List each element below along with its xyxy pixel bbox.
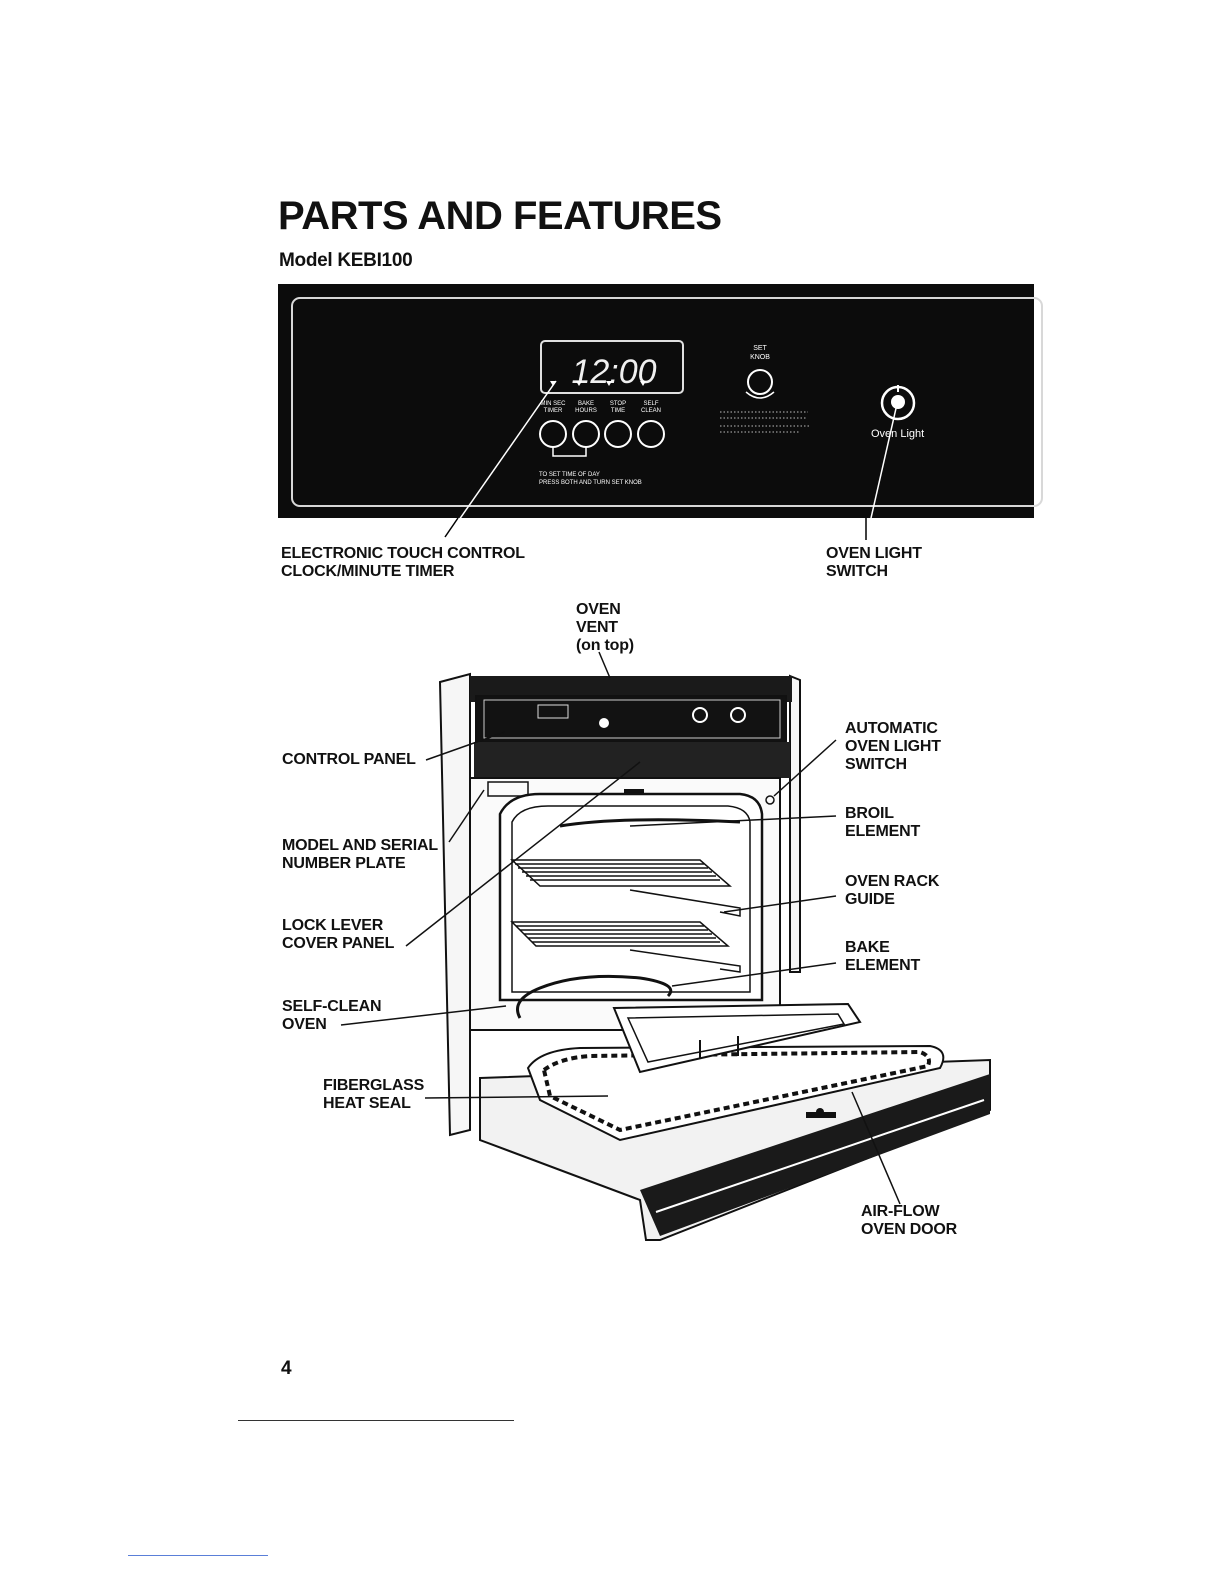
label-oven-rack-guide: OVEN RACK GUIDE [845,873,940,908]
label-oven-light-switch: OVEN LIGHT SWITCH [826,545,922,580]
model-subtitle: Model KEBI100 [279,250,413,271]
svg-text:CLEAN: CLEAN [641,408,661,414]
svg-text:SET: SET [753,345,767,352]
svg-text:SELF: SELF [643,401,658,407]
footer-rule-blue [128,1555,268,1556]
label-model-serial-plate: MODEL AND SERIAL NUMBER PLATE [282,837,438,872]
label-self-clean-oven: SELF-CLEAN OVEN [282,998,382,1033]
svg-text:MIN SEC: MIN SEC [540,401,566,407]
label-lock-lever: LOCK LEVER COVER PANEL [282,917,395,952]
svg-text:TIME: TIME [611,408,625,414]
label-control-panel: CONTROL PANEL [282,751,416,768]
svg-text:TIMER: TIMER [544,408,563,414]
svg-text:Oven Light: Oven Light [871,428,924,440]
stop-time-button [604,420,632,448]
svg-text:KNOB: KNOB [750,354,770,361]
svg-text:BAKE: BAKE [578,401,594,407]
label-airflow-oven-door: AIR-FLOW OVEN DOOR [861,1203,957,1238]
clock-display [540,340,684,394]
svg-text:TO SET TIME OF DAY: TO SET TIME OF DAY [539,472,600,478]
self-clean-button [637,420,665,448]
control-panel-illustration: 12:00 MIN SEC TIMER BAKE HOURS STOP TIME… [278,284,1043,541]
label-oven-vent: OVEN VENT (on top) [576,601,634,654]
svg-text:PRESS BOTH AND TURN SET KNOB: PRESS BOTH AND TURN SET KNOB [539,480,642,486]
oven-illustration [340,651,991,1241]
page-number: 4 [281,1358,292,1379]
label-electronic-touch-control: ELECTRONIC TOUCH CONTROL CLOCK/MINUTE TI… [281,545,525,580]
label-bake-element: BAKE ELEMENT [845,939,921,974]
svg-text:HOURS: HOURS [575,408,597,414]
clock-display-text: 12:00 [571,353,656,391]
label-fiberglass-seal: FIBERGLASS HEAT SEAL [323,1077,425,1112]
set-knob [747,369,773,395]
footer-rule [238,1420,514,1421]
label-broil-element: BROIL ELEMENT [845,805,921,840]
svg-text:STOP: STOP [610,401,626,407]
page-title: PARTS AND FEATURES [278,194,722,238]
label-automatic-oven-light: AUTOMATIC OVEN LIGHT SWITCH [845,720,941,773]
